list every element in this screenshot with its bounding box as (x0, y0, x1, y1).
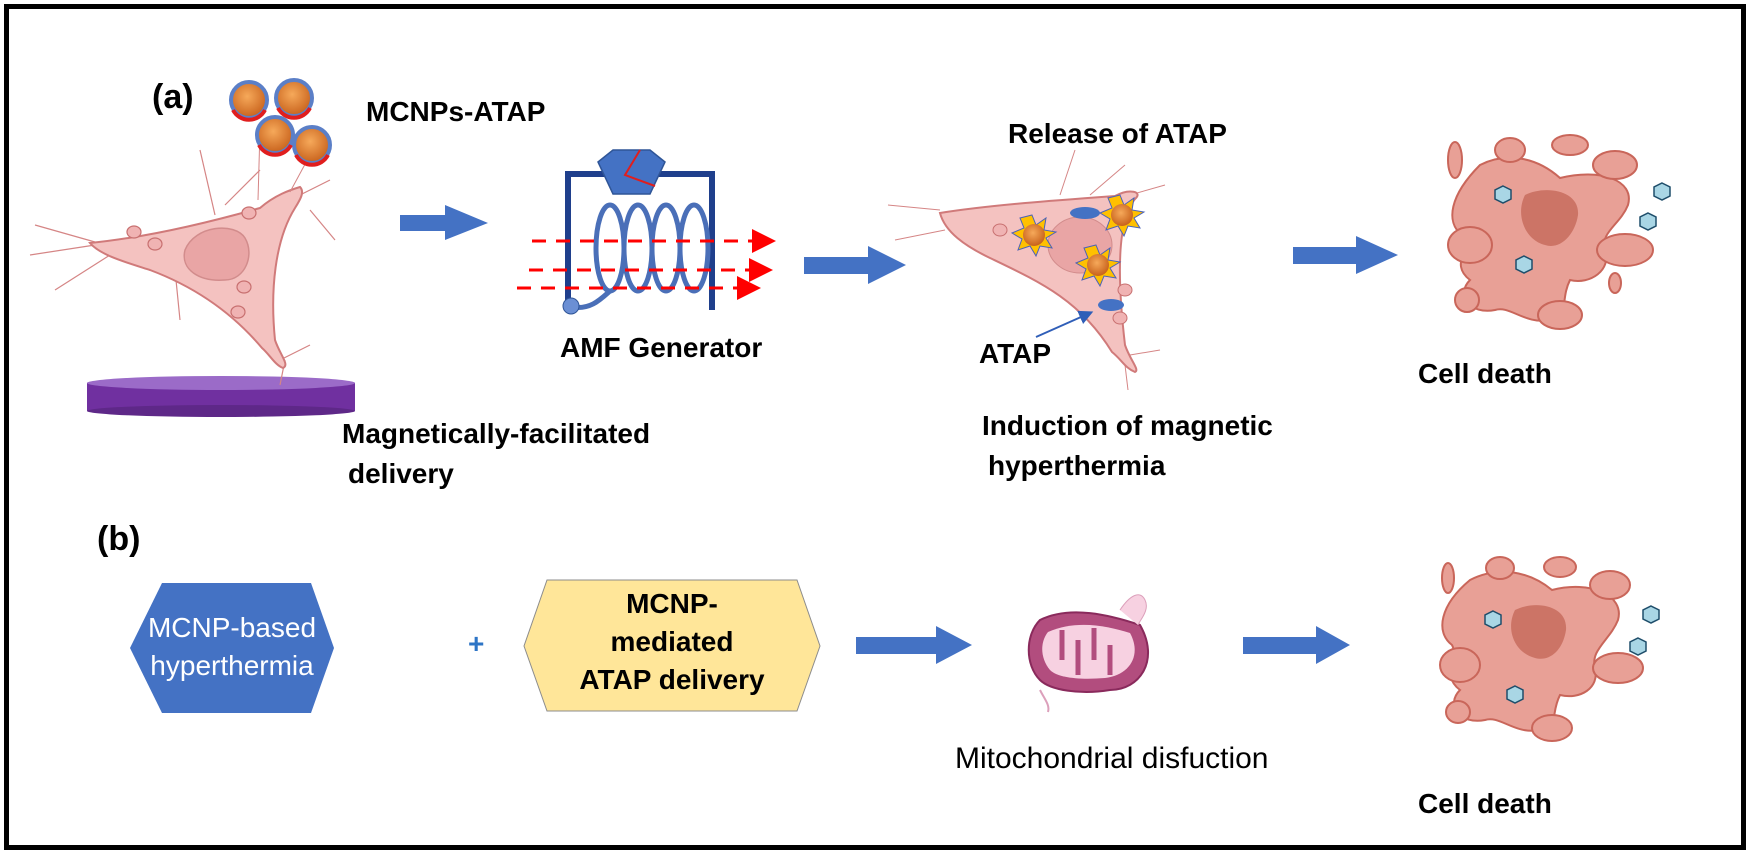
cell-body-icon (88, 185, 304, 370)
hex-atap-delivery-shape (523, 579, 821, 712)
substrate-dish-icon (87, 376, 355, 417)
damaged-mitochondrion-icon (1027, 594, 1150, 713)
nanoparticle-cluster-icon (229, 78, 332, 201)
flow-arrow-2 (804, 246, 906, 284)
flow-arrow-4 (856, 626, 972, 664)
step3-caption-line1: Induction of magnetic (982, 410, 1273, 441)
hex2-line1: MCNP- (626, 588, 718, 619)
virus-icons-a (1494, 182, 1671, 274)
hyperthermia-burst-icons (1010, 194, 1146, 288)
atap-pointer-label: ATAP (979, 338, 1052, 369)
hex2-line3: ATAP delivery (579, 664, 765, 695)
mito-caption: Mitochondrial disfuction (955, 742, 1269, 775)
outcome-label-b: Cell death (1418, 788, 1552, 819)
nanoparticle-label: MCNPs-ATAP (366, 96, 546, 127)
panel-b-label: (b) (97, 520, 141, 558)
heated-cell-icon (887, 149, 1166, 391)
hex1-line1: MCNP-based (147, 612, 317, 643)
dead-cell-icon-b (1439, 556, 1644, 742)
hex2-line2: mediated (610, 626, 734, 657)
step3-caption-line2: hyperthermia (988, 450, 1166, 481)
nucleus-icon (183, 227, 250, 281)
amf-generator-label: AMF Generator (560, 332, 763, 363)
panel-a-label: (a) (152, 78, 194, 116)
outcome-label-a: Cell death (1418, 358, 1552, 389)
release-label: Release of ATAP (1008, 118, 1227, 149)
step1-caption-line2: delivery (348, 458, 454, 489)
step1-caption-line1: Magnetically-facilitated (342, 418, 651, 449)
flow-arrow-5 (1243, 626, 1350, 664)
flow-arrow-3 (1293, 236, 1398, 274)
plus-sign: + (468, 628, 485, 659)
amf-generator-icon (517, 149, 776, 315)
hex-mcnp-hyperthermia-shape (130, 583, 334, 713)
hex-mcnp-hyperthermia: MCNP-based hyperthermia (130, 609, 334, 685)
hex1-line2: hyperthermia (150, 650, 314, 681)
mitochondria-icons (126, 206, 257, 319)
dead-cell-icon-a (1447, 134, 1654, 330)
virus-icons-b (1484, 605, 1660, 704)
hex-atap-delivery: MCNP- mediated ATAP delivery (524, 585, 820, 699)
flow-arrow-1 (400, 205, 488, 240)
